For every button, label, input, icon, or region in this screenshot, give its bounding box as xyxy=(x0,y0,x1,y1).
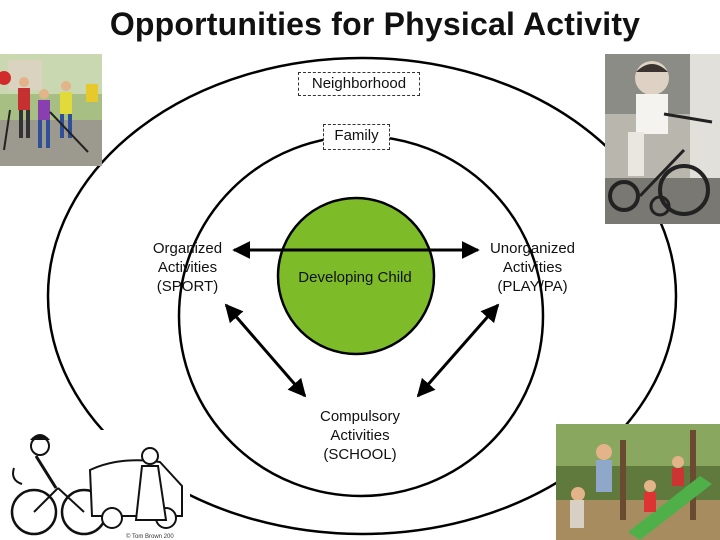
organized-line-1: Organized xyxy=(152,240,223,257)
compulsory-line-2: Activities xyxy=(330,427,390,444)
cyclist-cartoon xyxy=(0,430,190,540)
cartoon-credit: © Tom Brown 200 xyxy=(126,533,174,540)
play-school-arrow xyxy=(416,303,500,398)
compulsory-line-3: (SCHOOL) xyxy=(323,446,397,463)
playground-photo xyxy=(556,424,720,540)
unorganized-activities-label: Unorganized Activities (PLAY/PA) xyxy=(470,239,595,296)
street-hockey-photo xyxy=(0,54,102,166)
sport-school-arrow xyxy=(224,303,307,398)
unorganized-line-1: Unorganized xyxy=(489,240,576,257)
neighborhood-ring xyxy=(46,56,678,536)
compulsory-line-1: Compulsory xyxy=(319,408,401,425)
family-label: Family xyxy=(323,124,390,150)
unorganized-line-2: Activities xyxy=(502,259,563,276)
tricycle-photo xyxy=(605,54,720,224)
organized-activities-label: Organized Activities (SPORT) xyxy=(130,239,245,296)
compulsory-activities-label: Compulsory Activities (SCHOOL) xyxy=(300,407,420,464)
neighborhood-label: Neighborhood xyxy=(298,72,420,96)
developing-child-label: Developing Child xyxy=(298,269,412,286)
developing-child-circle xyxy=(276,196,436,356)
organized-line-2: Activities xyxy=(157,259,218,276)
unorganized-line-3: (PLAY/PA) xyxy=(497,278,568,295)
page-title: Opportunities for Physical Activity xyxy=(109,6,641,42)
organized-line-3: (SPORT) xyxy=(156,278,219,295)
